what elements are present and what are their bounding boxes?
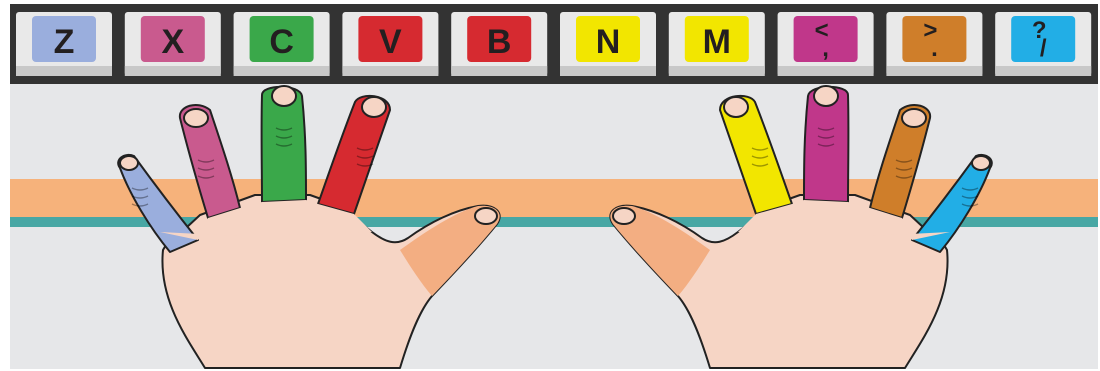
key-v: V: [342, 12, 438, 76]
left-middle-nail: [272, 86, 296, 106]
key-bevel: [16, 66, 112, 76]
key-label: X: [161, 23, 184, 61]
key-label-bottom: /: [1040, 35, 1047, 62]
left-index-nail: [362, 97, 386, 117]
right-ring-nail: [902, 109, 926, 127]
key-n: N: [560, 12, 656, 76]
right-middle-nail: [814, 86, 838, 106]
left-thumb-nail: [475, 208, 497, 224]
key-bevel: [669, 66, 765, 76]
left-pinky-nail: [120, 156, 138, 170]
key-bevel: [125, 66, 221, 76]
key-label: V: [379, 23, 402, 61]
right-thumb-nail: [613, 208, 635, 224]
key-period: >.: [886, 12, 982, 76]
key-label-bottom: .: [931, 35, 938, 62]
key-slash: ?/: [995, 12, 1091, 76]
key-bevel: [560, 66, 656, 76]
key-label-bottom: ,: [822, 35, 829, 62]
right-pinky-nail: [972, 156, 990, 170]
key-label: M: [703, 23, 731, 61]
key-x: X: [125, 12, 221, 76]
key-bevel: [451, 66, 547, 76]
key-label: C: [269, 23, 294, 61]
key-bevel: [234, 66, 330, 76]
key-label: N: [596, 23, 621, 61]
key-label: B: [487, 23, 512, 61]
key-bevel: [995, 66, 1091, 76]
key-comma: <,: [778, 12, 874, 76]
key-bevel: [342, 66, 438, 76]
key-b: B: [451, 12, 547, 76]
key-c: C: [234, 12, 330, 76]
key-z: Z: [16, 12, 112, 76]
left-ring-nail: [184, 109, 208, 127]
key-m: M: [669, 12, 765, 76]
key-bevel: [886, 66, 982, 76]
right-index-nail: [724, 97, 748, 117]
key-label: Z: [54, 23, 75, 61]
key-bevel: [778, 66, 874, 76]
